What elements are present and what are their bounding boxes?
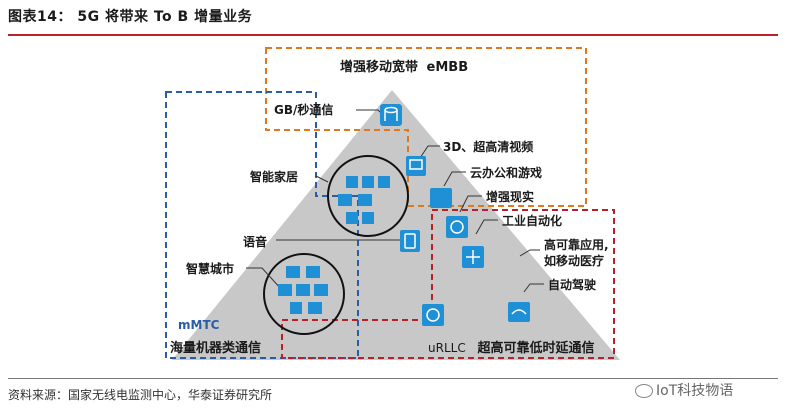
city-device-icon: [278, 284, 292, 296]
city-device-icon: [286, 266, 300, 278]
home-device-icon: [338, 194, 352, 206]
label-ar: 增强现实: [486, 190, 535, 204]
label-video: 3D、超高清视频: [443, 140, 534, 154]
urllc-title: uRLLC 超高可靠低时延通信: [428, 337, 595, 356]
embb-tag: eMBB: [426, 60, 469, 75]
smart-city-circle: [263, 253, 345, 335]
home-device-icon: [346, 176, 358, 188]
watermark: IoT科技物语: [635, 380, 733, 400]
mmtc-name: 海量机器类通信: [170, 341, 262, 356]
embb-title: 增强移动宽带 eMBB: [340, 56, 468, 75]
label-driving: 自动驾驶: [548, 278, 597, 292]
wechat-icon: [635, 384, 653, 398]
driving-icon: [508, 302, 530, 322]
city-device-icon: [314, 284, 328, 296]
home-device-icon: [378, 176, 390, 188]
home-device-icon: [362, 212, 374, 224]
label-voice: 语音: [243, 235, 268, 249]
label-smart-home: 智能家居: [250, 170, 299, 184]
city-device-icon: [296, 284, 310, 296]
embb-region: [265, 47, 587, 207]
label-industry: 工业自动化: [502, 214, 563, 228]
mmtc-tag: mMTC: [178, 318, 220, 332]
label-smart-city: 智慧城市: [186, 262, 235, 276]
urllc-name: 超高可靠低时延通信: [477, 341, 595, 356]
home-device-icon: [346, 212, 358, 224]
cloud-game-icon: [430, 188, 452, 208]
medical-icon: [422, 304, 444, 326]
title-divider: [8, 34, 778, 36]
label-cloud: 云办公和游戏: [470, 166, 543, 180]
home-device-icon: [362, 176, 374, 188]
city-device-icon: [306, 266, 320, 278]
city-device-icon: [290, 302, 302, 314]
source-note: 资料来源：国家无线电监测中心，华泰证券研究所: [8, 388, 273, 402]
city-device-icon: [308, 302, 322, 314]
figure-title: 图表14： 5G 将带来 To B 增量业务: [8, 9, 253, 25]
footer-divider: [8, 378, 778, 379]
label-gbps: GB/秒通信: [274, 103, 334, 117]
home-device-icon: [358, 194, 372, 206]
watermark-text: IoT科技物语: [656, 383, 734, 399]
video-icon: [406, 156, 426, 176]
smart-home-circle: [327, 155, 409, 237]
embb-name: 增强移动宽带: [340, 60, 419, 75]
label-reliable: 高可靠应用,: [544, 238, 609, 252]
urllc-tag: uRLLC: [428, 341, 466, 355]
label-medical: 如移动医疗: [544, 254, 605, 268]
ar-icon: [446, 216, 468, 238]
